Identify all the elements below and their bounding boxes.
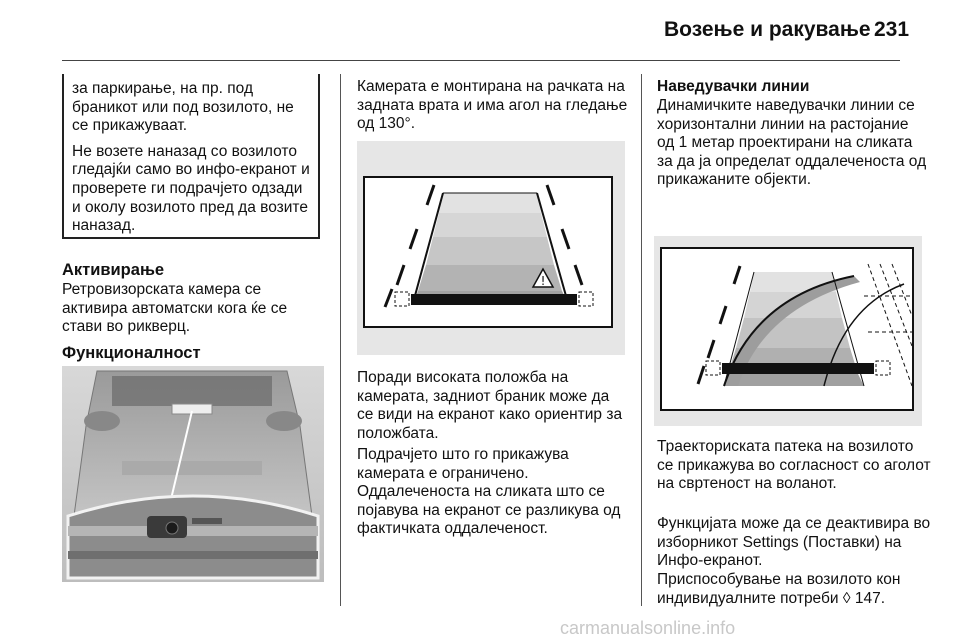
- trajectory-text: Траекториската патека на возилото се при…: [657, 438, 931, 493]
- activation-heading: Активирање: [62, 261, 165, 279]
- guide-lines-heading: Наведувачки линии: [657, 78, 810, 95]
- column-divider-left: [340, 74, 341, 606]
- page-header-title: Возење и ракување: [664, 18, 871, 41]
- warning-paragraph: Не возете наназад со возилото гледајќи с…: [72, 142, 310, 235]
- svg-text:!: !: [541, 274, 546, 288]
- deactivate-text: Функцијата може да се деактивира во избо…: [657, 515, 931, 570]
- camera-intro-text: Камерата е монтирана на рачката на задна…: [357, 78, 628, 133]
- function-heading: Функционалност: [62, 344, 201, 362]
- bumper-text: Поради високата положба на камерата, зад…: [357, 369, 623, 442]
- guide-lines-text: Динамичките наведувачки линии се хоризон…: [657, 97, 927, 189]
- distance-text: Оддалеченоста на сликата што се појавува…: [357, 483, 621, 538]
- trajectory-illustration: [654, 236, 922, 426]
- activation-text: Ретровизорската камера се активира автом…: [62, 281, 288, 336]
- limited-area-text: Подрачјето што го прикажува камерата е о…: [357, 446, 569, 482]
- warning-paragraph: за паркирање, на пр. под браникот или по…: [72, 80, 294, 135]
- column-divider-right: [641, 74, 642, 606]
- page-number: 231: [874, 18, 910, 41]
- camera-view-illustration: !: [357, 141, 625, 355]
- warning-box: за паркирање, на пр. под браникот или по…: [62, 74, 320, 239]
- rear-camera-photo: [62, 366, 324, 582]
- page-ref-arrow-icon: ◊: [842, 589, 851, 607]
- header-rule: [62, 60, 900, 61]
- page-ref-link[interactable]: 147.: [854, 589, 886, 607]
- watermark: carmanualsonline.info: [560, 618, 736, 638]
- personalization-text: Приспособување на возилото кон индивидуа…: [657, 571, 901, 607]
- personalization-ref: Приспособување на возилото кон индивидуа…: [657, 571, 932, 608]
